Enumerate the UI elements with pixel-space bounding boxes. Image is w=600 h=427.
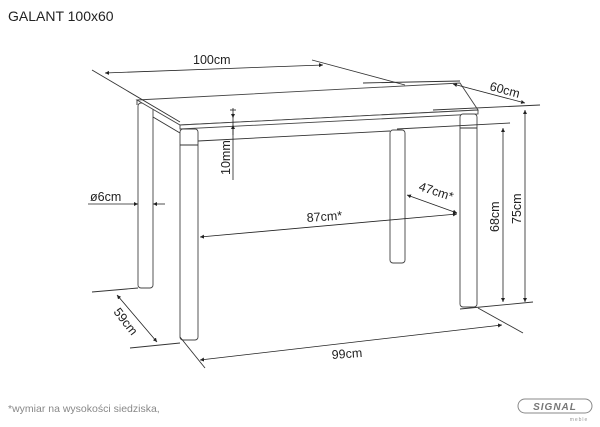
svg-text:meble: meble [570,417,589,423]
signal-logo: SIGNAL meble [517,398,593,423]
leg-span-length-line [199,323,503,362]
length-dimension-line [104,63,324,75]
leg-span-width-label: 59cm [111,305,141,338]
leg-span-width-line [116,294,158,343]
inner-length-dimension-line [199,212,458,239]
front-left-leg [179,128,199,341]
extension-lines [91,59,541,369]
inner-length-label: 87cm* [306,209,342,225]
leg-height-label: 68cm [488,201,502,232]
width-dimension-line [452,83,526,104]
front-right-leg [459,113,478,308]
leg-diameter-label: ø6cm [90,190,121,204]
product-title: GALANT 100x60 [8,8,114,24]
inner-width-dimension-line [406,194,458,214]
leg-span-length-label: 99cm [331,346,362,362]
table-top [135,82,479,142]
back-left-leg [137,102,154,289]
length-label: 100cm [193,53,231,67]
footnote: *wymiar na wysokości siedziska, [8,403,160,415]
inner-width-label: 47cm* [417,180,455,204]
height-label: 75cm [510,193,524,224]
svg-text:SIGNAL: SIGNAL [533,402,577,413]
back-right-leg [389,129,406,264]
thickness-label: 10mm [219,140,233,175]
